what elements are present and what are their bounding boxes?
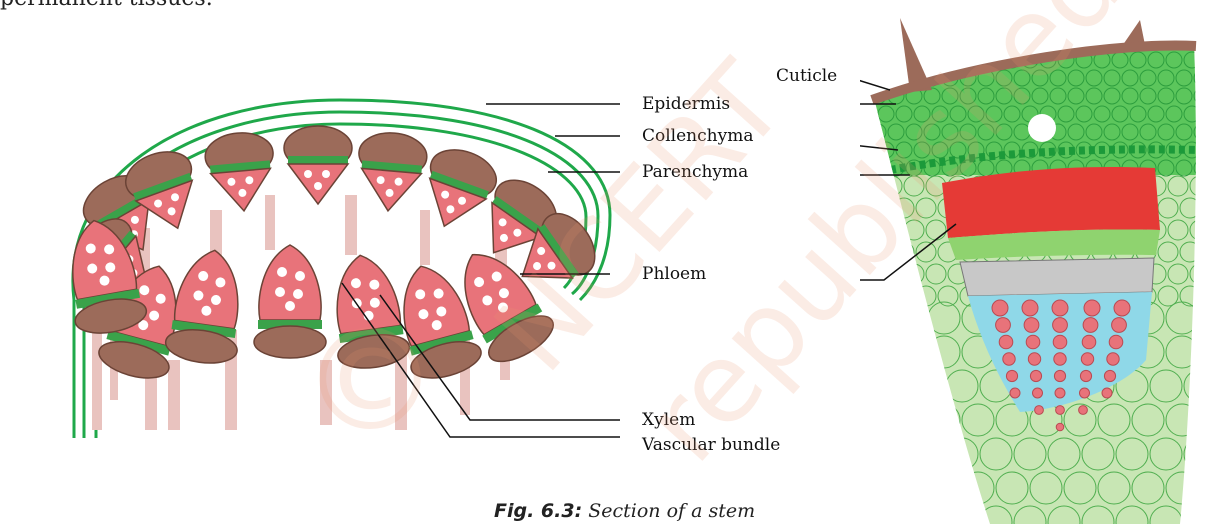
cell <box>1194 88 1210 104</box>
cell <box>870 70 886 86</box>
xylem-vessel-col2-1 <box>1053 318 1068 333</box>
cell <box>878 506 910 524</box>
cambium-layer <box>960 258 1154 296</box>
xylem-vessel-col0-5 <box>1010 388 1020 398</box>
caption-prefix: Fig. 6.3: <box>494 500 582 522</box>
xylem-vessel-col0-2 <box>999 335 1013 349</box>
cell <box>860 404 892 436</box>
cell <box>860 472 892 504</box>
cell <box>1202 52 1210 68</box>
xylem-vessel-col4-0 <box>1114 300 1130 316</box>
cell <box>1202 106 1210 122</box>
xylem-vessel-3 <box>293 289 303 299</box>
xylem-vessel-col0-1 <box>996 318 1011 333</box>
cell <box>928 472 960 504</box>
xylem-vessel-col1-2 <box>1026 335 1040 349</box>
xylem-vessel-col3-2 <box>1082 335 1096 349</box>
xylem-vessel-4 <box>285 301 295 311</box>
xylem-vessel-col1-0 <box>1022 300 1038 316</box>
xylem-vessel-col1-3 <box>1028 353 1040 365</box>
watermark-copyright: © <box>300 300 440 463</box>
cell <box>860 52 876 68</box>
cell <box>912 438 944 470</box>
stalk-3 <box>345 195 357 255</box>
stalk-8 <box>168 360 180 430</box>
cell <box>860 506 876 524</box>
xylem-vessel-col4-4 <box>1104 370 1115 381</box>
xylem-drop <box>174 246 246 329</box>
xylem-vessel-col3-3 <box>1081 353 1093 365</box>
xylem-vessel-2 <box>314 182 322 190</box>
xylem-vessel-col0-4 <box>1006 370 1017 381</box>
xylem-vessel-col2-2 <box>1053 335 1067 349</box>
phloem-strip <box>288 156 348 164</box>
cell <box>894 336 926 368</box>
xylem-vessel-col0-0 <box>992 300 1008 316</box>
figure-caption: Fig. 6.3: Section of a stem <box>494 500 755 522</box>
xylem-vessel-col2-5 <box>1055 388 1065 398</box>
cell <box>888 70 904 86</box>
xylem-vessel-1 <box>295 271 305 281</box>
cell <box>1194 70 1210 86</box>
xylem-vessel-col1-6 <box>1035 406 1044 415</box>
xylem-vessel-col1-5 <box>1033 388 1043 398</box>
xylem-vessel-col2-4 <box>1054 370 1065 381</box>
cell <box>928 404 960 436</box>
cell <box>1184 506 1210 524</box>
cell <box>878 438 910 470</box>
cell <box>1194 124 1210 140</box>
xylem-vessel-col4-2 <box>1109 335 1123 349</box>
cell <box>860 370 876 402</box>
xylem-vessel-col2-7 <box>1056 423 1064 431</box>
cell <box>1200 336 1210 368</box>
xylem-vessel-2 <box>275 287 285 297</box>
xylem-vessel-col3-1 <box>1083 318 1098 333</box>
cell <box>1184 438 1210 470</box>
stalk-2 <box>265 195 275 250</box>
cell <box>912 370 944 402</box>
bundle-upper-4 <box>354 130 429 214</box>
xylem-vessel-0 <box>304 170 312 178</box>
xylem-vessel-col4-5 <box>1102 388 1112 398</box>
cell <box>860 336 892 368</box>
cell <box>894 404 926 436</box>
bundle-lower-1 <box>163 245 250 367</box>
cell <box>860 438 876 470</box>
xylem-vessel-col3-6 <box>1079 406 1088 415</box>
cell <box>1200 472 1210 504</box>
cell <box>894 286 914 306</box>
xylem-vessel-col1-1 <box>1024 318 1039 333</box>
xylem-vessel-col2-0 <box>1052 300 1068 316</box>
bundle-upper-3 <box>284 126 352 204</box>
xylem-vessel-col3-4 <box>1080 370 1091 381</box>
cell <box>860 88 868 104</box>
xylem-vessel-col3-5 <box>1080 388 1090 398</box>
cell <box>894 302 926 334</box>
stalk-4 <box>420 210 430 265</box>
cell <box>878 370 910 402</box>
xylem-vessel-col4-1 <box>1112 318 1127 333</box>
cell <box>878 52 894 68</box>
cell <box>946 506 978 524</box>
label-cuticle: Cuticle <box>776 68 837 85</box>
cell <box>1194 160 1210 176</box>
xylem-vessel-col0-3 <box>1003 353 1015 365</box>
xylem-vessel-col2-6 <box>1056 406 1065 415</box>
caption-text: Section of a stem <box>588 500 755 522</box>
cell <box>1200 302 1210 334</box>
xylem-vessel-col3-0 <box>1084 300 1100 316</box>
cell <box>894 472 926 504</box>
xylem-vessel-1 <box>322 170 330 178</box>
xylem-vessel-col2-3 <box>1054 353 1066 365</box>
xylem-vessel-col1-4 <box>1030 370 1041 381</box>
xylem-vessel-col4-3 <box>1107 353 1119 365</box>
cell <box>912 506 944 524</box>
cell <box>1202 142 1210 158</box>
cell <box>1200 404 1210 436</box>
xylem-vessel-0 <box>277 267 287 277</box>
